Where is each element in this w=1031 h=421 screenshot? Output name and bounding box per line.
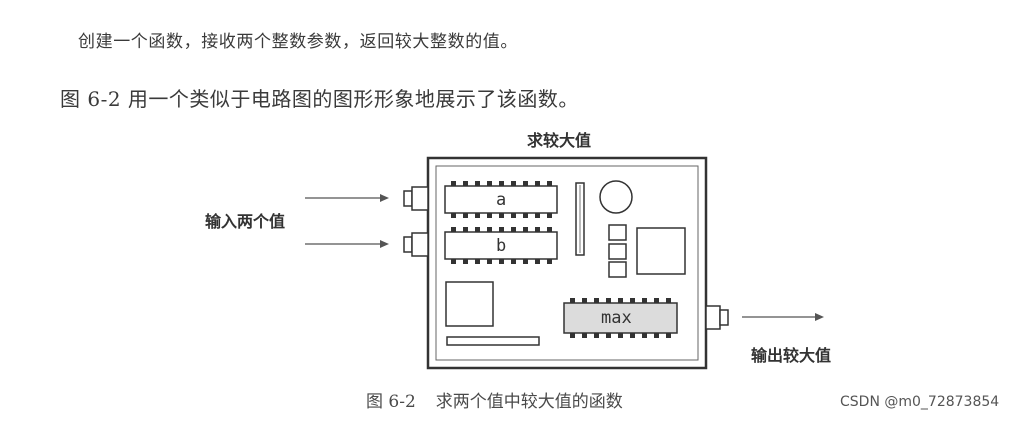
chip-a-label: a — [496, 190, 506, 210]
input-label: 输入两个值 — [205, 212, 285, 231]
watermark: CSDN @m0_72873854 — [840, 394, 1000, 410]
chip-a: a — [444, 181, 558, 218]
caption-number: 图 6-2 — [366, 392, 416, 412]
bottom-bar-component — [446, 336, 540, 346]
circuit-board-inner — [435, 165, 699, 361]
lower-left-square-component — [445, 281, 494, 327]
chip-b-label: b — [496, 236, 506, 256]
small-square-stack — [608, 224, 627, 278]
chip-max: max — [563, 298, 678, 338]
output-connector — [705, 305, 729, 330]
large-square-component — [636, 227, 686, 275]
figure-caption: 图 6-2 求两个值中较大值的函数 — [366, 387, 623, 412]
output-arrow — [742, 313, 824, 321]
input-connector-a — [403, 186, 429, 211]
input-arrow-b — [305, 240, 389, 248]
caption-text: 求两个值中较大值的函数 — [435, 392, 623, 412]
intro-paragraph: 创建一个函数，接收两个整数参数，返回较大整数的值。 — [78, 32, 518, 52]
round-component — [599, 180, 633, 214]
figure-reference-paragraph: 图 6-2 用一个类似于电路图的图形形象地展示了该函数。 — [60, 87, 579, 111]
chip-b: b — [444, 227, 558, 264]
input-arrow-a — [305, 194, 389, 202]
input-connector-b — [403, 232, 429, 257]
chip-max-label: max — [601, 308, 632, 328]
diagram-title: 求较大值 — [527, 131, 591, 150]
output-label: 输出较大值 — [751, 346, 831, 365]
